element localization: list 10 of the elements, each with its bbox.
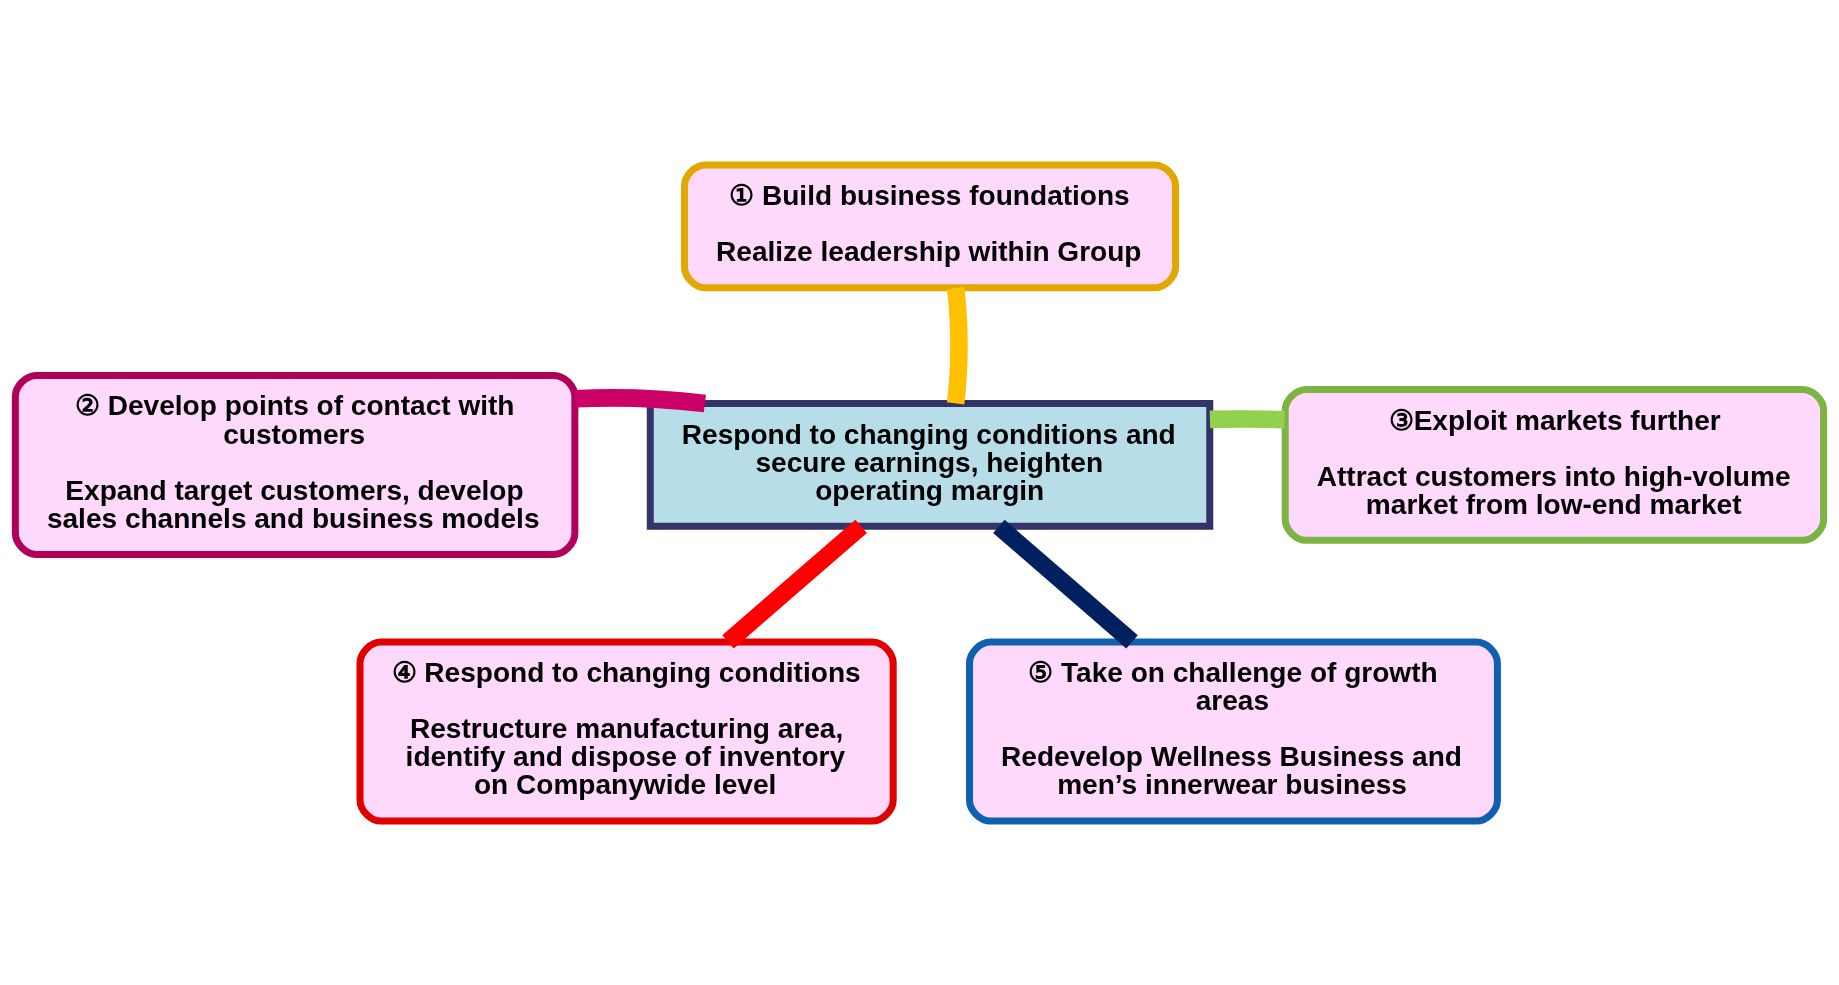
connector [993,519,1138,648]
node-box: ① Build business foundations Realize leadership within Group [680,161,1180,291]
node-box: ④ Respond to changing conditions Restructure manufacturing area, identify and dispose of inventory on Companywide level [356,638,897,824]
node-box: ⑤ Take on challenge of growth areas Redevelop Wellness Business and men’s innerwear business [966,638,1501,824]
connector [722,519,867,648]
connector [946,286,968,404]
node-box: ② Develop points of contact with customers Expand target customers, develop sales channels and business models [11,371,579,558]
connector [574,388,706,412]
node-box: Respond to changing conditions and secure earnings, heighten operating margin [646,399,1214,530]
node-box: ③Exploit markets further Attract customers into high-volume market from low-end market [1281,385,1828,544]
